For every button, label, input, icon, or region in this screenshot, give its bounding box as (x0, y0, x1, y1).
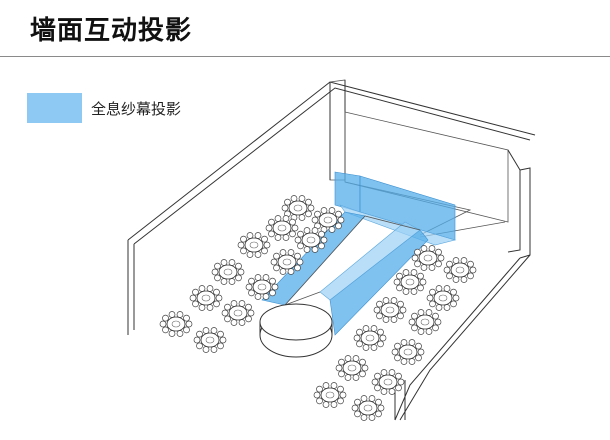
banquet-table (313, 382, 347, 408)
projection-back-floor (339, 204, 457, 246)
projection-runway-top (319, 221, 421, 301)
banquet-table (335, 355, 369, 381)
projection-back-left (334, 171, 361, 213)
banquet-table (391, 339, 425, 365)
banquet-table (221, 300, 255, 326)
banquet-table (353, 325, 387, 351)
banquet-table (393, 269, 427, 295)
page-title: 墙面互动投影 (30, 16, 193, 46)
legend-label: 全息纱幕投影 (91, 99, 182, 118)
banquet-table (245, 274, 279, 300)
banquet-table (189, 285, 223, 311)
banquet-table (443, 257, 477, 283)
banquet-table (294, 227, 328, 253)
title-divider (0, 56, 610, 57)
legend-swatch (27, 93, 82, 123)
legend: 全息纱幕投影 (27, 93, 181, 123)
tables-left (159, 195, 345, 353)
banquet-table (159, 311, 193, 337)
banquet-table (265, 215, 299, 241)
banquet-table (270, 249, 304, 275)
banquet-table (408, 309, 442, 335)
banquet-table (351, 395, 385, 421)
banquet-table (371, 369, 405, 395)
banquet-table (281, 195, 315, 221)
round-stage (259, 303, 333, 358)
banquet-table (373, 297, 407, 323)
banquet-table (411, 245, 445, 271)
banquet-table (211, 259, 245, 285)
banquet-table (426, 285, 460, 311)
banquet-table (237, 232, 271, 258)
banquet-table (193, 327, 227, 353)
banquet-table (311, 207, 345, 233)
projection-screens (261, 171, 457, 336)
tables-right (313, 245, 477, 421)
